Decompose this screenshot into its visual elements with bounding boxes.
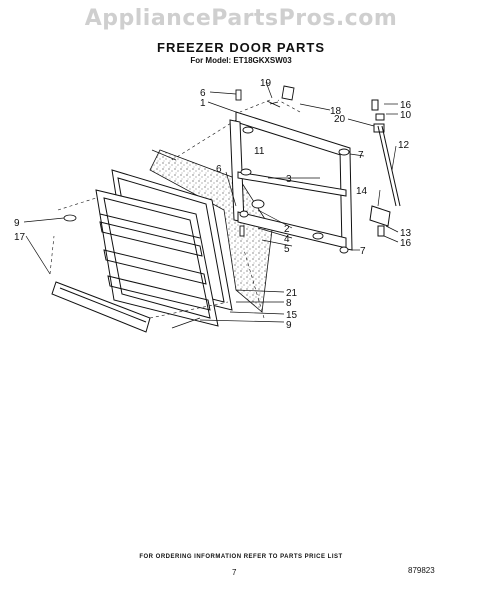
callout-17: 17 [14, 232, 26, 243]
page-number: 7 [232, 568, 237, 577]
callout-2: 2 [284, 224, 290, 235]
door-gasket [51, 281, 151, 333]
callout-7-lower: 7 [360, 246, 366, 257]
callout-15: 15 [286, 310, 298, 321]
callout-20: 20 [334, 114, 346, 125]
callout-16-lower: 16 [400, 238, 412, 249]
callout-6-lower: 6 [216, 164, 222, 175]
callout-1: 1 [200, 98, 206, 109]
callout-8: 8 [286, 298, 292, 309]
callout-3: 3 [286, 174, 292, 185]
hinge-assembly [369, 99, 401, 237]
callout-10: 10 [400, 110, 412, 121]
frame-hardware [235, 85, 350, 254]
callout-9-left: 9 [14, 218, 20, 229]
callout-11: 11 [254, 146, 265, 157]
callout-12: 12 [398, 140, 410, 151]
callout-13: 13 [400, 228, 412, 239]
watermark-logo: AppliancePartsPros.com [84, 6, 398, 31]
callout-21: 21 [286, 288, 298, 299]
page-title: FREEZER DOOR PARTS [157, 40, 325, 55]
callout-19: 19 [260, 78, 272, 89]
callout-5: 5 [284, 244, 290, 255]
assembly-guide-lines [49, 99, 301, 319]
callout-9-lower: 9 [286, 320, 292, 331]
document-code: 879823 [408, 566, 435, 575]
callout-18: 18 [330, 106, 342, 117]
door-liner [95, 189, 219, 327]
callout-leader-lines [23, 81, 399, 323]
ordering-info-footer: FOR ORDERING INFORMATION REFER TO PARTS … [139, 554, 343, 560]
callout-14: 14 [356, 186, 368, 197]
callout-7-upper: 7 [358, 150, 364, 161]
callout-4: 4 [284, 234, 290, 245]
callout-16-upper: 16 [400, 100, 412, 111]
model-number: For Model: ET18GKXSW03 [190, 56, 292, 65]
callout-6-upper: 6 [200, 88, 206, 99]
